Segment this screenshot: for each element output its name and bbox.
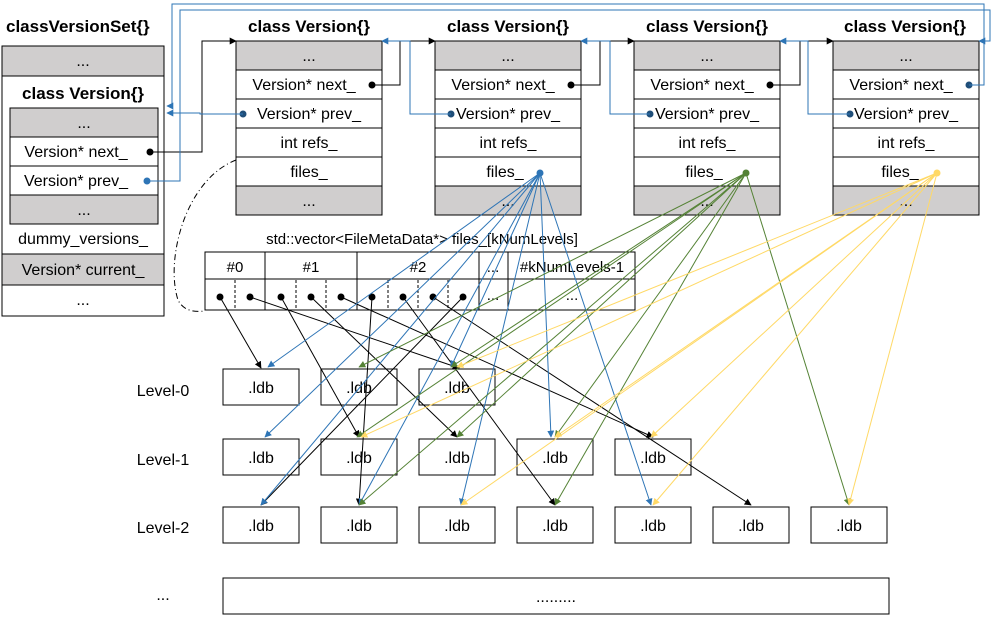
dummy-versions-label: dummy_versions_ — [18, 231, 149, 248]
level-1-label: Level-1 — [137, 452, 190, 469]
version-title: class Version{} — [844, 17, 966, 36]
ldb-label: .ldb — [248, 518, 274, 535]
version-box-2: class Version{} ... Version* next_ Versi… — [434, 17, 582, 216]
level-2-label: Level-2 — [137, 520, 190, 537]
ldb-label: .ldb — [640, 518, 666, 535]
files-vector-connector — [173, 159, 237, 312]
ldb-label: .ldb — [640, 450, 666, 467]
inner-row-ellipsis-top: ... — [77, 115, 90, 132]
ldb-label: .ldb — [836, 518, 862, 535]
version-2-file-pointers — [260, 172, 653, 506]
ldb-file — [320, 506, 398, 544]
version-row-ellipsis: ... — [501, 48, 514, 65]
version-row-ellipsis: ... — [501, 193, 514, 210]
vector-pointers — [219, 296, 752, 506]
ldb-file — [418, 506, 496, 544]
vector-header-1: #1 — [303, 259, 320, 276]
ldb-label: .ldb — [444, 518, 470, 535]
version-row-files: files_ — [685, 164, 723, 181]
ldb-file — [222, 438, 300, 476]
inner-row-ellipsis-bottom: ... — [77, 202, 90, 219]
inner-row-next: Version* next_ — [24, 144, 128, 161]
version-set-panel: classVersionSet{} ... class Version{} ..… — [1, 17, 165, 317]
version-4-file-pointers — [360, 172, 938, 506]
ldb-label: .ldb — [248, 450, 274, 467]
version-row-prev: Version* prev_ — [456, 106, 561, 123]
version-box-1: class Version{} ... Version* next_ Versi… — [235, 17, 383, 216]
version-row-prev: Version* prev_ — [655, 106, 760, 123]
version-row-refs: int refs_ — [480, 135, 538, 152]
ldb-file — [418, 438, 496, 476]
version-row-ellipsis: ... — [302, 193, 315, 210]
version-title: class Version{} — [447, 17, 569, 36]
version-row-files: files_ — [486, 164, 524, 181]
ldb-label: .ldb — [346, 450, 372, 467]
version-3-file-pointers — [356, 172, 851, 506]
version-row-next: Version* next_ — [252, 77, 356, 94]
vector-tail-ellipsis: ... — [566, 287, 579, 304]
ldb-label: .ldb — [738, 518, 764, 535]
ldb-file — [810, 506, 888, 544]
version-row-refs: int refs_ — [878, 135, 936, 152]
version-row-prev: Version* prev_ — [854, 106, 959, 123]
ldb-label: .ldb — [248, 380, 274, 397]
version-row-next: Version* next_ — [650, 77, 754, 94]
version-title: class Version{} — [248, 17, 370, 36]
version-row-ellipsis: ... — [700, 48, 713, 65]
inner-version-title: class Version{} — [22, 84, 144, 103]
ldb-label: .ldb — [444, 380, 470, 397]
version-row-next: Version* next_ — [849, 77, 953, 94]
ldb-file — [222, 506, 300, 544]
version-set-bottom-ellipsis: ... — [76, 292, 89, 309]
more-levels-label: ... — [156, 587, 169, 604]
vector-header-0: #0 — [227, 259, 244, 276]
more-levels-box — [222, 577, 890, 615]
vector-header-ellipsis: ... — [487, 259, 500, 276]
version-row-files: files_ — [290, 164, 328, 181]
version-row-refs: int refs_ — [679, 135, 737, 152]
version-box-4: class Version{} ... Version* next_ Versi… — [832, 17, 980, 216]
version-set-title: classVersionSet{} — [6, 17, 150, 36]
ldb-file — [516, 506, 594, 544]
version-row-prev: Version* prev_ — [257, 106, 362, 123]
version-row-ellipsis: ... — [899, 48, 912, 65]
levels: Level-0 Level-1 Level-2 .ldb .ldb .ldb .… — [137, 368, 890, 615]
ldb-file — [320, 438, 398, 476]
current-version-label: Version* current_ — [22, 262, 146, 279]
version-row-files: files_ — [881, 164, 919, 181]
vector-header-2: #2 — [410, 259, 427, 276]
files-vector: std::vector<FileMetaData*> files_[kNumLe… — [204, 231, 636, 311]
version-row-ellipsis: ... — [302, 48, 315, 65]
ldb-label: .ldb — [542, 450, 568, 467]
ldb-label: .ldb — [542, 518, 568, 535]
ldb-file — [614, 506, 692, 544]
more-levels-content: ......... — [536, 589, 576, 606]
ldb-file — [712, 506, 790, 544]
next-prev-links — [147, 3, 991, 182]
vector-slot-ellipsis: ... — [487, 287, 500, 304]
version-box-3: class Version{} ... Version* next_ Versi… — [633, 17, 781, 216]
files-vector-label: std::vector<FileMetaData*> files_[kNumLe… — [266, 231, 578, 248]
ldb-file — [320, 368, 398, 406]
version-row-next: Version* next_ — [451, 77, 555, 94]
version-set-top-ellipsis: ... — [76, 53, 89, 70]
version-title: class Version{} — [646, 17, 768, 36]
ldb-file — [222, 368, 300, 406]
ldb-label: .ldb — [444, 450, 470, 467]
level-0-label: Level-0 — [137, 383, 190, 400]
ldb-label: .ldb — [346, 518, 372, 535]
version-row-refs: int refs_ — [281, 135, 339, 152]
inner-row-prev: Version* prev_ — [24, 173, 129, 190]
